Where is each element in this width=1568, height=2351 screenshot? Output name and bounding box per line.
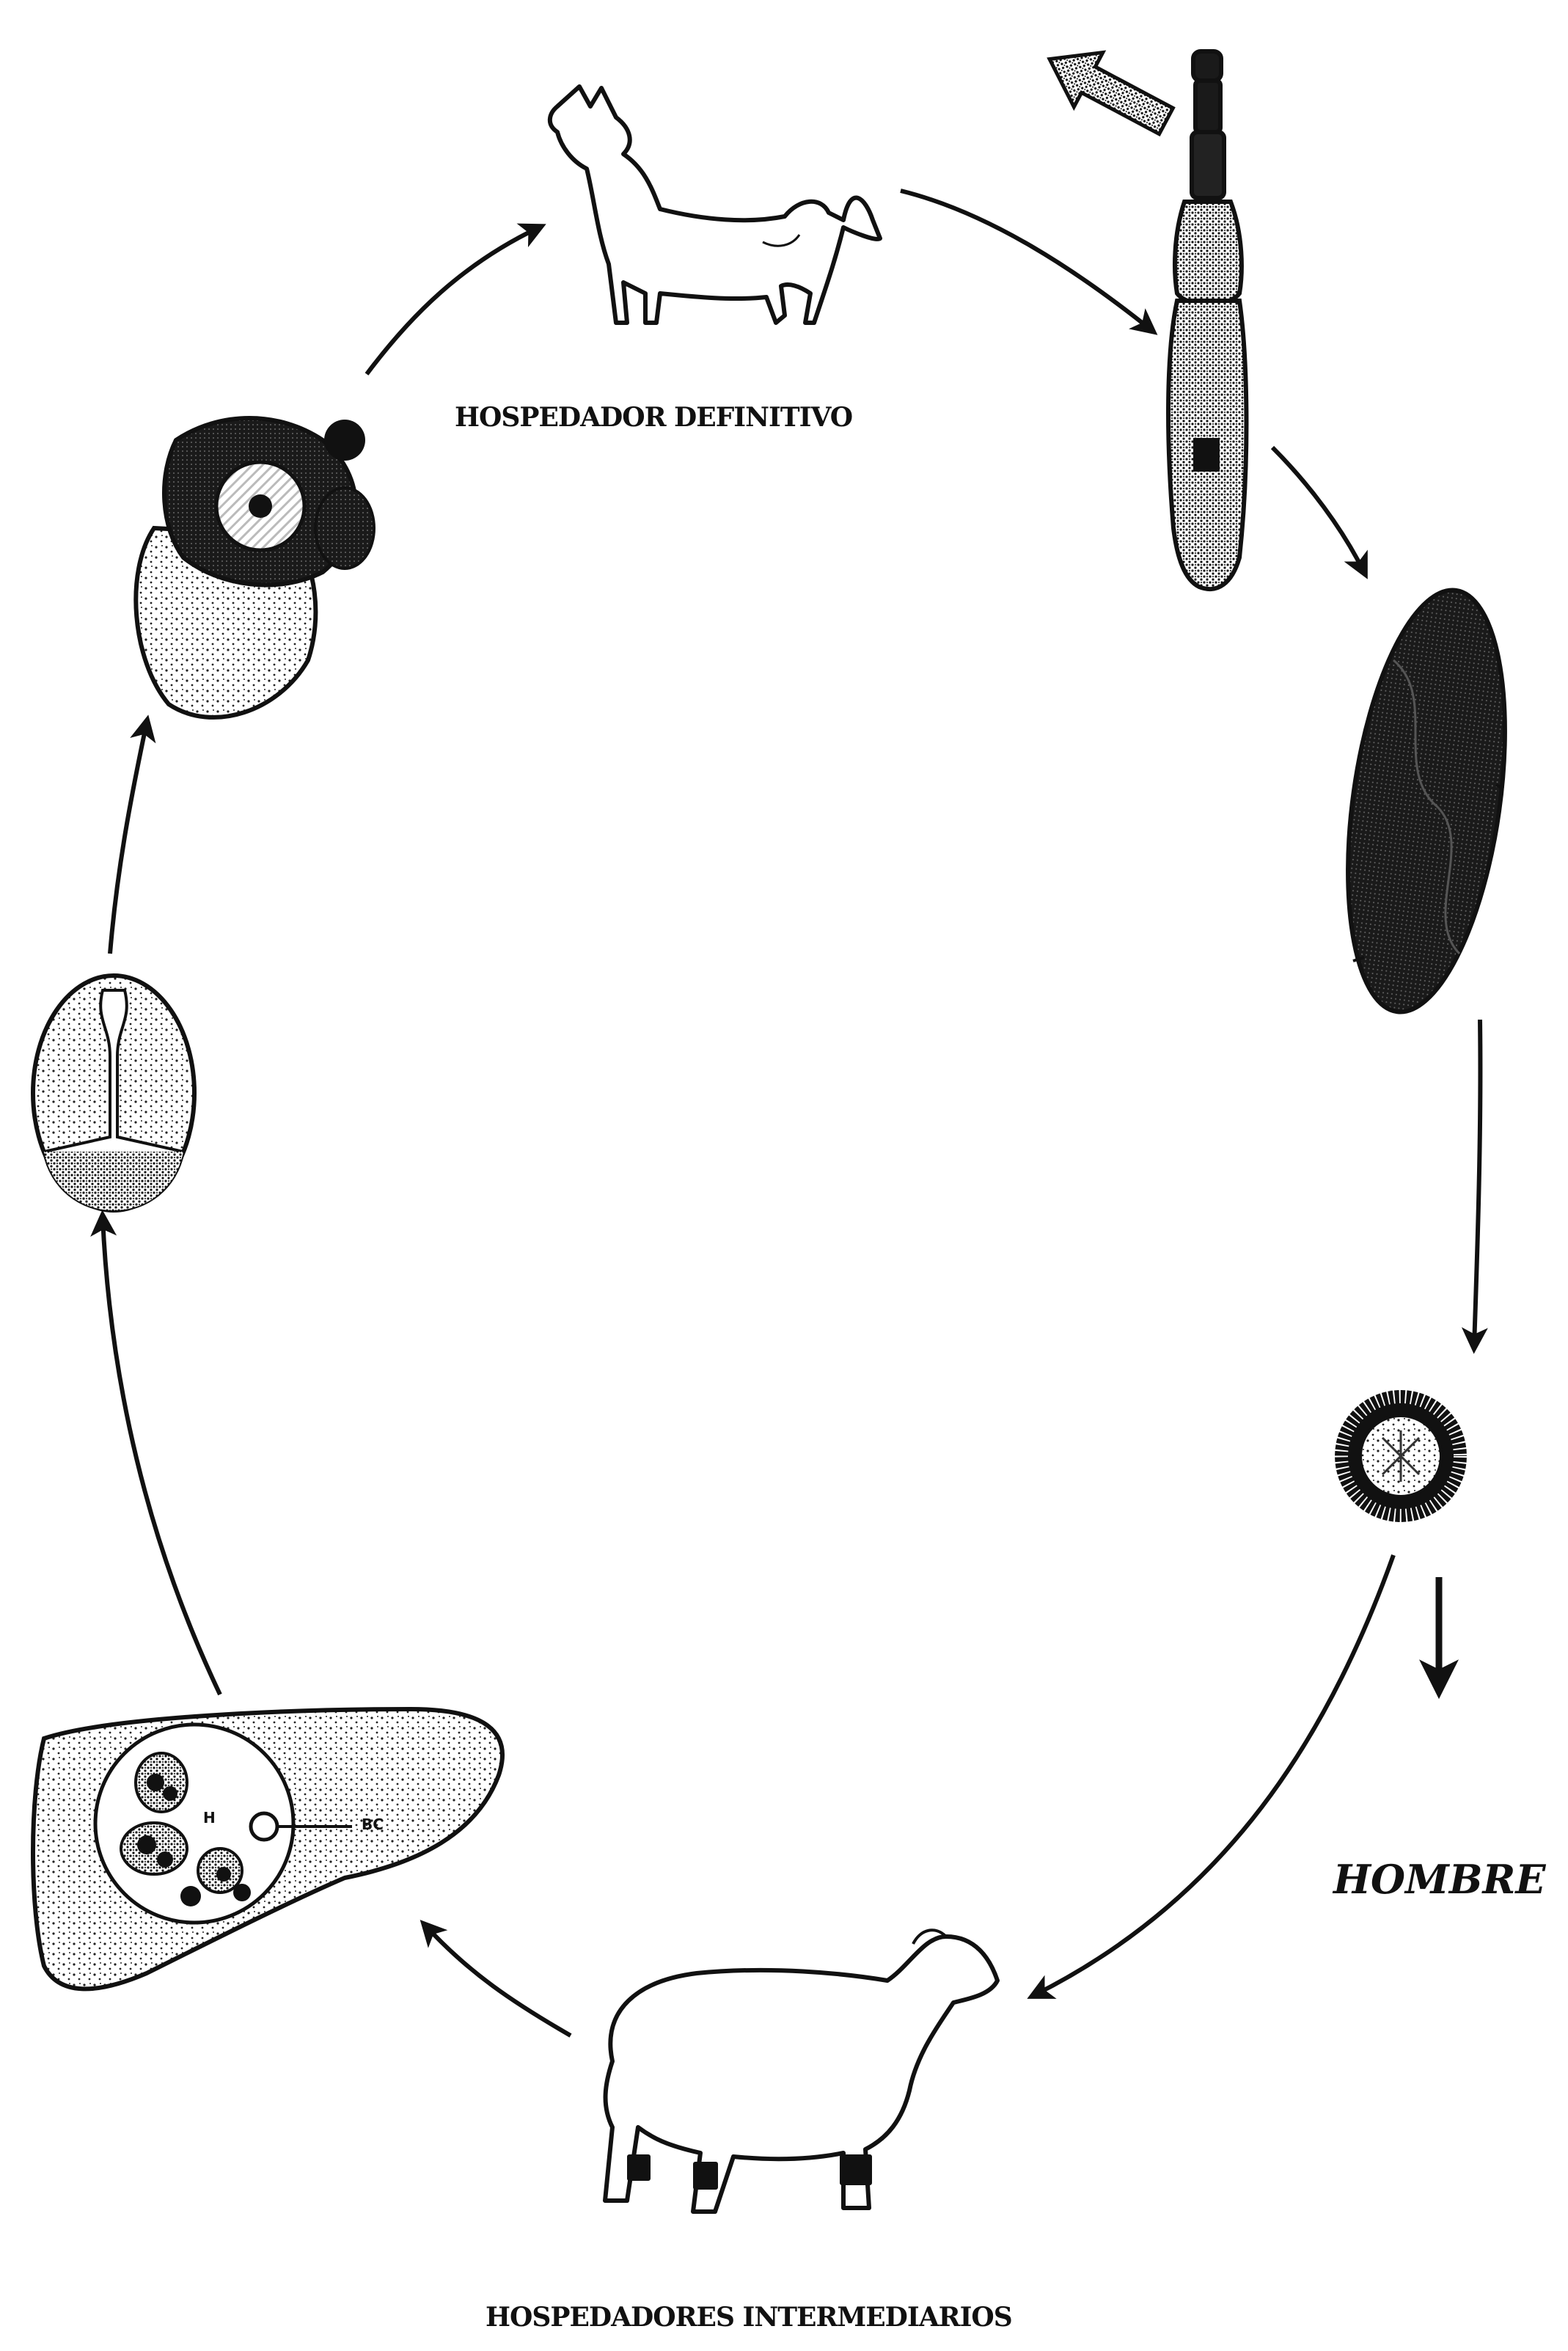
adult-worm-icon [1168, 51, 1246, 589]
sheep-icon [605, 1930, 997, 2212]
cyst-h-label: H [203, 1809, 216, 1827]
arrow-icon [110, 723, 147, 954]
liver-cyst-icon [33, 1709, 502, 1989]
human-label: HOMBRE [1333, 1856, 1546, 1903]
arrow-icon [1474, 1020, 1480, 1346]
arrow-icon [1272, 447, 1364, 572]
evaginated-scolex-icon [136, 418, 374, 717]
arrow-icon [103, 1218, 220, 1694]
arrow-icon [1034, 1555, 1393, 1995]
dog-icon [550, 87, 880, 323]
cyst-bc-label: BC [362, 1816, 384, 1833]
protoscolex-icon [33, 976, 194, 1210]
arrow-icon [367, 227, 539, 374]
intermediate-hosts-label: HOSPEDADORES INTERMEDIARIOS [486, 2302, 1012, 2333]
gravid-proglottid-icon [1325, 580, 1529, 1022]
egg-icon [1335, 1390, 1467, 1522]
arrow-icon [425, 1926, 571, 2036]
arrow-icon [901, 191, 1151, 330]
hollow-arrow-icon [1035, 32, 1180, 148]
definitive-host-label: HOSPEDADOR DEFINITIVO [455, 402, 852, 433]
